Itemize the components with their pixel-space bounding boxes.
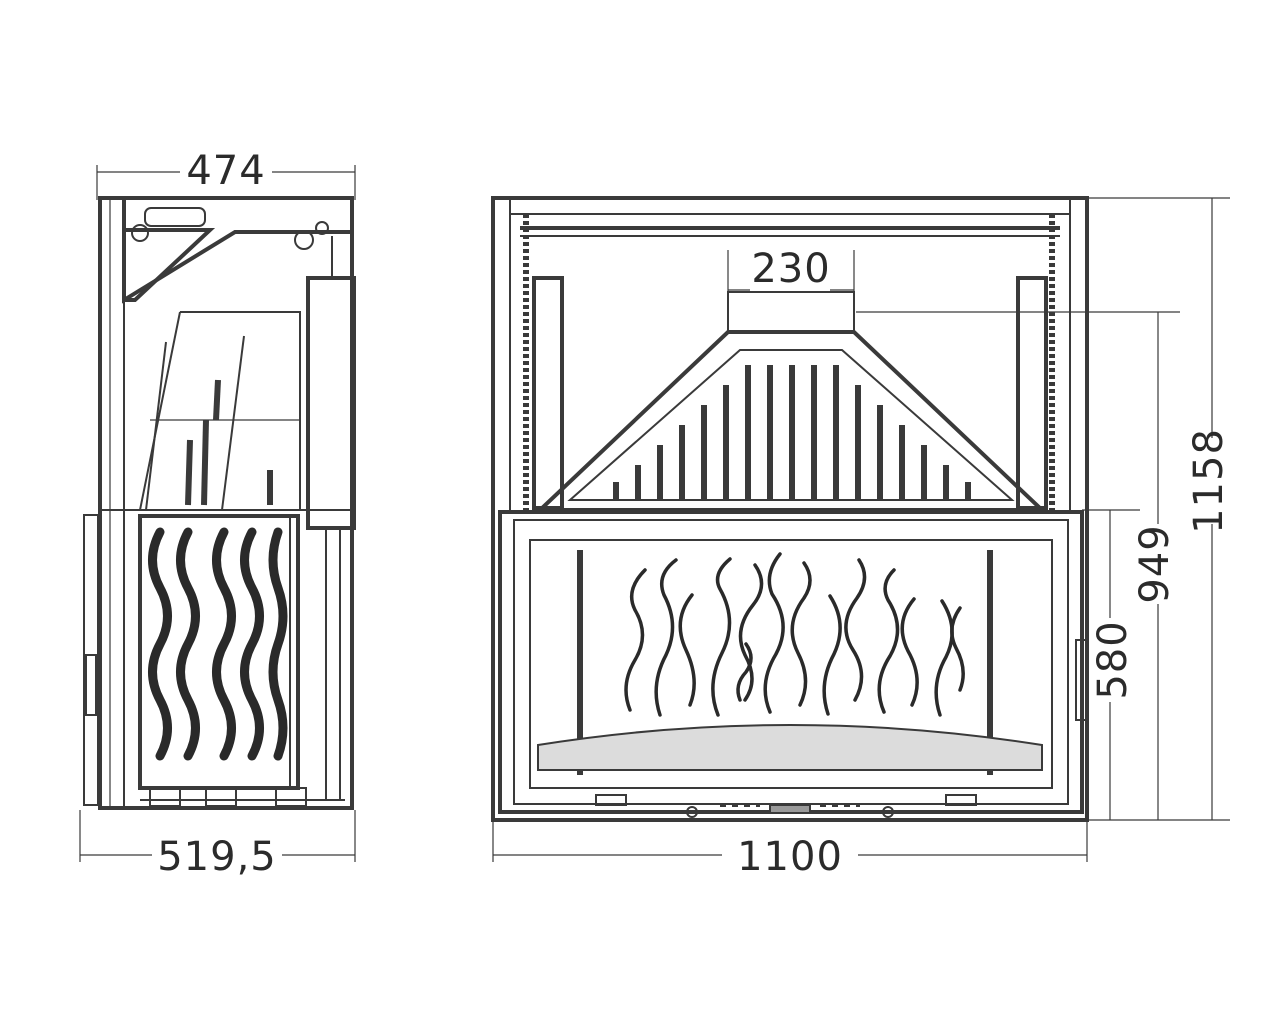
side-firebrick-waves [148,527,288,761]
hood-slats [613,365,971,500]
front-view: 230 1100 1158 949 [491,196,1232,880]
front-body [491,196,1089,822]
side-body [83,196,356,810]
total-height-label: 1158 [1186,428,1232,534]
front-bottom-dimension: 1100 [492,820,1088,880]
side-bottom-dimension: 519,5 [79,810,356,880]
flue-dimension: 230 [727,246,855,330]
front-width-label: 1100 [737,834,843,880]
front-height-dimensions: 1158 949 580 [856,197,1232,821]
side-top-width-label: 474 [186,148,265,194]
door-height-label: 580 [1090,620,1136,699]
side-view: 474 [79,148,356,880]
side-top-dimension: 474 [96,148,356,200]
side-bottom-width-label: 519,5 [157,834,277,880]
front-flames [624,552,965,717]
hood-height-label: 949 [1132,524,1178,603]
flue-width-label: 230 [751,246,830,292]
